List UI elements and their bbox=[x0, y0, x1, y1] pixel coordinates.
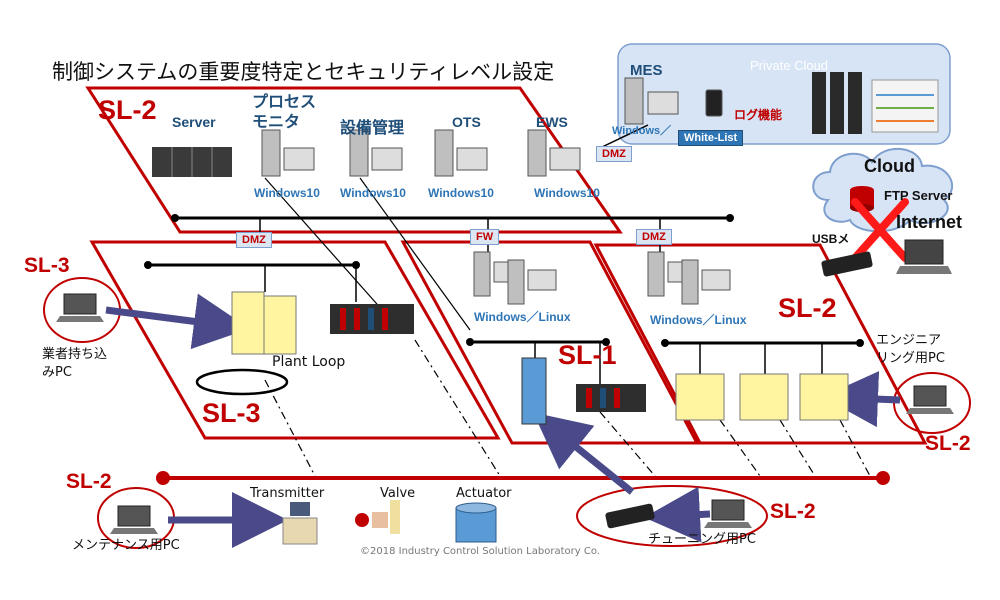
sl-label-center: SL-1 bbox=[558, 340, 617, 370]
right-os-label: Windows／Linux bbox=[650, 313, 747, 327]
dashboard-icon bbox=[871, 79, 939, 133]
mes-label: MES bbox=[630, 62, 663, 79]
plant-loop-ring bbox=[195, 368, 289, 396]
vendor-pc-arrow bbox=[105, 293, 250, 350]
tuning-pc-arrow bbox=[533, 412, 635, 495]
os-label: Windows10 bbox=[254, 186, 320, 200]
whitelist-badge: White-List bbox=[678, 130, 744, 146]
equipment-label: 設備管理 bbox=[340, 118, 405, 137]
vendor-pc-label: 業者持ち込 みPC bbox=[42, 347, 108, 380]
os-label: Windows10 bbox=[340, 186, 406, 200]
os-label: Windows10 bbox=[428, 186, 494, 200]
process-monitor-label: プロセス モニタ bbox=[252, 92, 317, 131]
sl-label-bottom-right: SL-2 bbox=[770, 500, 816, 523]
sl-label-left-inner: SL-3 bbox=[202, 398, 261, 428]
right-cabinets-icon bbox=[675, 373, 849, 421]
blocked-x-icon bbox=[851, 198, 909, 262]
usb-media-label: USBメ bbox=[812, 232, 850, 246]
transmitter-icon bbox=[282, 502, 318, 545]
controller-tower-icon bbox=[521, 357, 547, 425]
maintenance-pc-label: メンテナンス用PC bbox=[72, 538, 180, 553]
engineering-pc-label: エンジニア リング用PC bbox=[876, 333, 945, 366]
maintenance-laptop-icon bbox=[110, 505, 158, 534]
sl-label-left-outer: SL-3 bbox=[24, 254, 70, 277]
actuator-icon bbox=[455, 502, 497, 543]
zone-left-sl3 bbox=[89, 240, 501, 440]
engineering-laptop-icon bbox=[906, 385, 954, 414]
vendor-laptop-icon bbox=[56, 293, 104, 322]
ews-label: EWS bbox=[536, 114, 568, 130]
dmz-badge-left: DMZ bbox=[236, 232, 272, 248]
usb-arrow bbox=[644, 486, 711, 543]
actuator-label: Actuator bbox=[456, 486, 512, 501]
tuning-usb-icon bbox=[605, 503, 655, 529]
ots-label: OTS bbox=[452, 114, 481, 130]
cloud-label: Cloud bbox=[864, 156, 915, 176]
sl-label-bottom-left: SL-2 bbox=[66, 470, 112, 493]
os-label: Windows10 bbox=[534, 186, 600, 200]
center-os-label: Windows／Linux bbox=[474, 310, 571, 324]
valve-icon bbox=[355, 500, 400, 534]
usb-stick-icon bbox=[821, 251, 873, 277]
internet-label: Internet bbox=[896, 212, 963, 232]
valve-label: Valve bbox=[380, 486, 416, 501]
sl-label-right-outer: SL-2 bbox=[925, 432, 971, 455]
sl-label-right: SL-2 bbox=[778, 293, 837, 323]
server-label: Server bbox=[172, 114, 216, 130]
engineering-pc-arrow bbox=[822, 371, 901, 428]
zone-top-sl2 bbox=[85, 86, 623, 234]
tuning-laptop-icon bbox=[704, 499, 752, 528]
controller-cabinet-icon bbox=[231, 291, 297, 355]
plc-rack-icon bbox=[330, 304, 414, 334]
dmz-badge-right: DMZ bbox=[636, 229, 672, 245]
mes-workstation-icon bbox=[624, 77, 679, 125]
ftp-server-label: FTP Server bbox=[884, 188, 953, 203]
mes-os-label: Windows／ bbox=[612, 125, 672, 137]
laptop-icon bbox=[896, 239, 952, 274]
zone-right-sl2 bbox=[593, 243, 928, 445]
plc-rack-center-icon bbox=[576, 384, 646, 412]
server-rack-icon bbox=[152, 147, 232, 177]
diagram-title: 制御システムの重要度特定とセキュリティレベル設定 bbox=[52, 60, 555, 84]
tuning-pc-ring bbox=[576, 485, 768, 547]
private-cloud-label: Private Cloud bbox=[750, 58, 829, 73]
private-cloud-box bbox=[617, 43, 951, 145]
log-function-label: ログ機能 bbox=[734, 108, 783, 122]
transmitter-label: Transmitter bbox=[250, 486, 325, 501]
dmz-badge-top: DMZ bbox=[596, 146, 632, 162]
sl-label-top: SL-2 bbox=[98, 95, 157, 125]
tuning-pc-label: チューニング用PC bbox=[648, 532, 756, 547]
fw-badge: FW bbox=[470, 229, 500, 245]
tablet-icon bbox=[705, 89, 723, 117]
internet-cloud-icon bbox=[812, 147, 954, 233]
zone-center-sl1 bbox=[400, 240, 700, 445]
plant-loop-label: Plant Loop bbox=[272, 354, 346, 370]
workstation-icon bbox=[261, 129, 581, 177]
copyright-text: ©2018 Industry Control Solution Laborato… bbox=[360, 546, 600, 557]
cloud-server-icon bbox=[812, 72, 862, 134]
